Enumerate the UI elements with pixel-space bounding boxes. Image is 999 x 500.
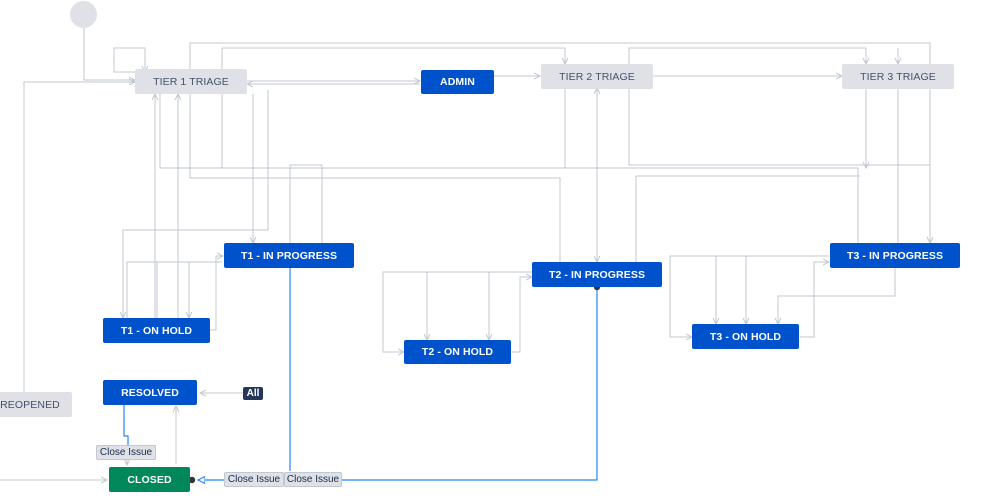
transition-close-issue-label[interactable]: Close Issue — [224, 472, 284, 487]
status-tier2-triage[interactable]: TIER 2 TRIAGE — [541, 64, 653, 89]
status-t3-on-hold[interactable]: T3 - ON HOLD — [692, 324, 799, 349]
status-t1-on-hold[interactable]: T1 - ON HOLD — [103, 318, 210, 343]
transition-close-issue-label[interactable]: Close Issue — [284, 472, 342, 487]
transition-target-dot — [188, 476, 196, 484]
status-t2-on-hold[interactable]: T2 - ON HOLD — [404, 340, 511, 364]
start-node — [70, 1, 97, 28]
transition-close-issue-label[interactable]: Close Issue — [96, 445, 156, 460]
status-tier1-triage[interactable]: TIER 1 TRIAGE — [135, 69, 247, 94]
status-resolved[interactable]: RESOLVED — [103, 380, 197, 405]
status-reopened[interactable]: REOPENED — [0, 392, 72, 417]
status-tier3-triage[interactable]: TIER 3 TRIAGE — [842, 64, 954, 89]
status-t3-in-progress[interactable]: T3 - IN PROGRESS — [830, 243, 960, 268]
status-closed[interactable]: CLOSED — [109, 467, 190, 492]
status-t2-in-progress[interactable]: T2 - IN PROGRESS — [532, 262, 662, 287]
status-t1-in-progress[interactable]: T1 - IN PROGRESS — [224, 243, 354, 268]
status-admin[interactable]: ADMIN — [421, 70, 494, 94]
transition-all-label[interactable]: All — [243, 387, 263, 400]
